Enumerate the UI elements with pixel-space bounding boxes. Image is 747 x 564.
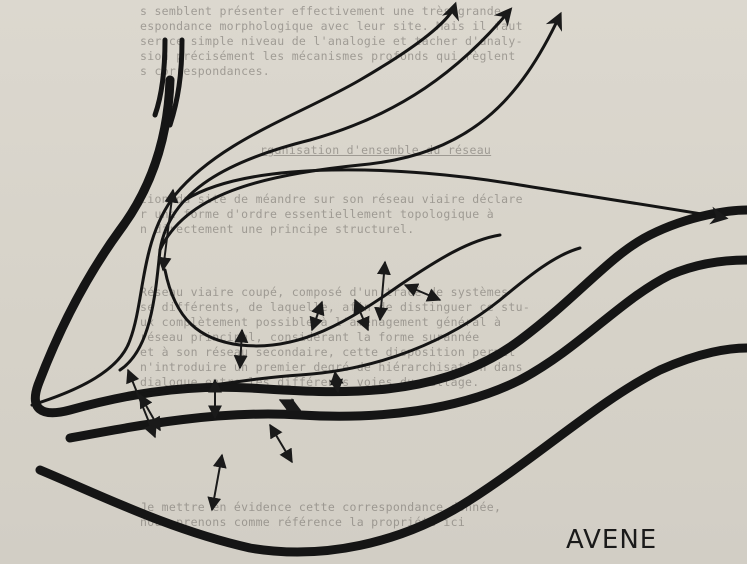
river-lower-bank [40,348,747,552]
river-outer-bank [35,80,747,413]
relation-arrow [240,330,242,368]
relation-arrow [280,400,300,410]
road-lower [130,248,580,395]
relation-arrows [128,190,440,510]
relation-arrow [380,262,385,320]
relation-arrow [405,285,440,300]
relation-arrow [312,302,322,330]
relation-arrow [212,455,222,510]
relation-arrow [270,425,292,462]
road-inner-top [160,15,560,250]
relation-arrow [355,300,368,330]
road-inner-loop [165,235,500,346]
road-east [185,170,725,218]
tributary-left-bank [155,40,165,115]
river-label: AVENE [566,525,657,555]
